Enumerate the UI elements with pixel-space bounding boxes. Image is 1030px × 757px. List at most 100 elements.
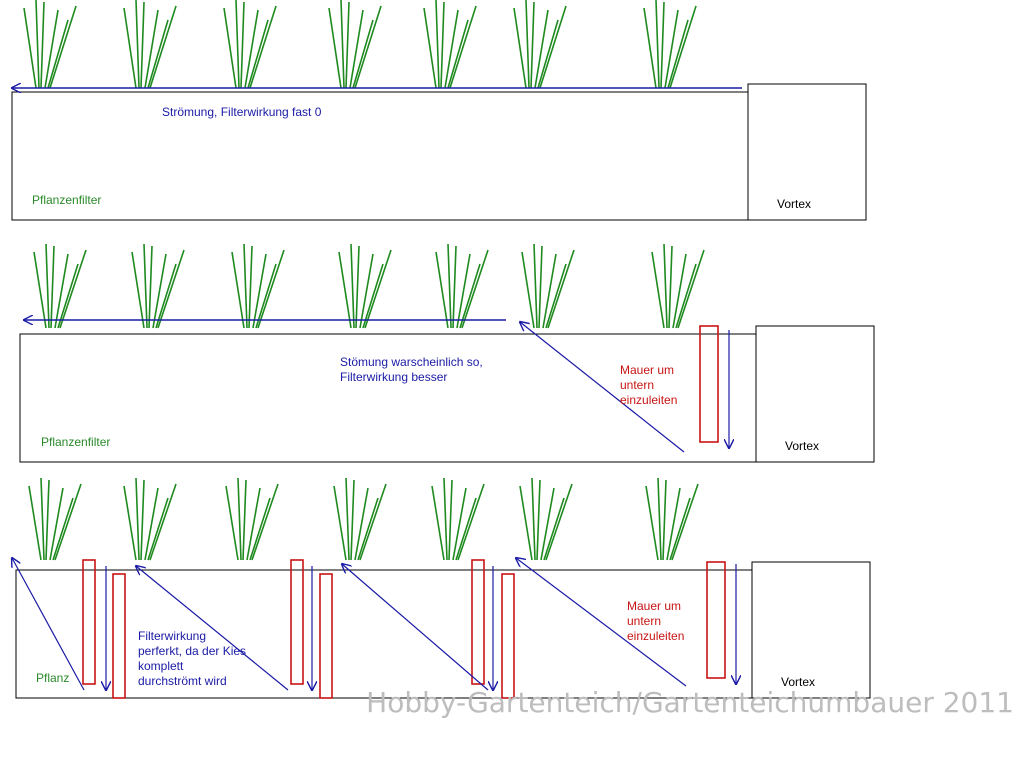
plant-blade bbox=[148, 245, 153, 329]
plant-blade bbox=[35, 0, 40, 89]
plant-blade bbox=[40, 1, 45, 89]
vortex-box-2 bbox=[755, 325, 875, 463]
plant-blade bbox=[242, 479, 247, 561]
plant-blade bbox=[131, 251, 145, 329]
plant-filter-label-3: Pflanz bbox=[36, 671, 69, 685]
plant-blade bbox=[350, 243, 355, 329]
plant-blade bbox=[123, 7, 137, 89]
plant-blade bbox=[157, 249, 185, 329]
plant-blade bbox=[668, 245, 673, 329]
plant-blade bbox=[50, 245, 55, 329]
plant-blade bbox=[352, 19, 374, 89]
plant-blade bbox=[231, 251, 245, 329]
plant-blade bbox=[645, 485, 659, 561]
plant-blade bbox=[663, 243, 668, 329]
plant-blade bbox=[255, 263, 277, 329]
plant-blade bbox=[257, 249, 285, 329]
plant-blade bbox=[328, 7, 342, 89]
plant-blade bbox=[144, 9, 159, 89]
wall-label-2b: untern bbox=[620, 378, 654, 392]
plant-blade bbox=[531, 477, 536, 561]
plant-blade bbox=[677, 249, 705, 329]
plant-icon bbox=[338, 243, 392, 329]
plant-blade bbox=[249, 5, 277, 89]
panel-2: Stömung warscheinlich so, Filterwirkung … bbox=[19, 243, 875, 463]
plant-blade bbox=[45, 243, 50, 329]
plant-blade bbox=[244, 9, 259, 89]
plant-blade bbox=[354, 5, 382, 89]
plant-blade bbox=[538, 245, 543, 329]
plant-blade bbox=[519, 485, 533, 561]
diagonal-flow-arrow-3b bbox=[136, 566, 289, 691]
flow-label-3d: durchströmt wird bbox=[138, 674, 227, 688]
plant-icon bbox=[123, 477, 177, 561]
plant-blade bbox=[666, 487, 681, 561]
plant-blade bbox=[440, 1, 445, 89]
plant-icon bbox=[521, 243, 575, 329]
plant-blade bbox=[28, 485, 42, 561]
plant-filter-label-1: Pflanzenfilter bbox=[32, 193, 101, 207]
diagonal-flow-arrow-3c bbox=[342, 564, 489, 691]
plant-blade bbox=[143, 243, 148, 329]
plant-blade bbox=[664, 9, 679, 89]
plant-blade bbox=[225, 485, 239, 561]
wall-label-3c: einzuleiten bbox=[627, 629, 684, 643]
plant-blade bbox=[534, 9, 549, 89]
plant-row-3 bbox=[28, 477, 699, 561]
plant-blade bbox=[362, 263, 384, 329]
plant-blade bbox=[57, 263, 79, 329]
plant-blade bbox=[59, 249, 87, 329]
plant-blade bbox=[340, 0, 345, 89]
flow-label-2b: Filterwirkung besser bbox=[340, 370, 447, 384]
plant-blade bbox=[247, 19, 269, 89]
plant-row-2 bbox=[33, 243, 705, 329]
wall-label-3a: Mauer um bbox=[627, 599, 681, 613]
plant-blade bbox=[662, 479, 667, 561]
plant-blade bbox=[542, 253, 557, 329]
plant-blade bbox=[140, 479, 145, 561]
plant-blade bbox=[252, 253, 267, 329]
plant-blade bbox=[135, 0, 140, 89]
plant-blade bbox=[333, 485, 347, 561]
plant-blade bbox=[147, 497, 169, 561]
plant-blade bbox=[545, 483, 573, 561]
watermark: Hobby-Gartenteich/Gartenteichumbauer 201… bbox=[366, 686, 1014, 719]
plant-blade bbox=[435, 0, 440, 89]
plant-filter-label-2: Pflanzenfilter bbox=[41, 435, 110, 449]
plant-blade bbox=[149, 483, 177, 561]
plant-blade bbox=[249, 497, 271, 561]
plant-blade bbox=[530, 1, 535, 89]
plant-blade bbox=[44, 9, 59, 89]
plant-blade bbox=[251, 483, 279, 561]
plant-blade bbox=[655, 0, 660, 89]
plant-blade bbox=[152, 253, 167, 329]
plant-row-1 bbox=[23, 0, 697, 89]
plant-blade bbox=[452, 487, 467, 561]
plant-blade bbox=[456, 253, 471, 329]
wall-3c bbox=[290, 559, 304, 685]
plant-blade bbox=[431, 485, 445, 561]
plant-blade bbox=[243, 243, 248, 329]
plant-blade bbox=[671, 483, 699, 561]
plant-icon bbox=[225, 477, 279, 561]
plant-blade bbox=[49, 5, 77, 89]
plant-blade bbox=[461, 249, 489, 329]
panel-1: Strömung, Filterwirkung fast 0 Pflanzenf… bbox=[12, 0, 867, 221]
diagonal-flow-arrow-3a bbox=[12, 558, 85, 691]
plant-blade bbox=[147, 19, 169, 89]
plant-blade bbox=[513, 7, 527, 89]
plant-blade bbox=[675, 263, 697, 329]
plant-icon bbox=[23, 0, 77, 89]
plant-blade bbox=[359, 483, 387, 561]
wall-3b bbox=[112, 573, 126, 699]
panel-3: Filterwirkung perferkt, da der Kies komp… bbox=[12, 477, 871, 699]
plant-blade bbox=[349, 9, 364, 89]
plant-blade bbox=[660, 1, 665, 89]
plant-icon bbox=[435, 243, 489, 329]
plant-icon bbox=[423, 0, 477, 89]
plant-blade bbox=[248, 245, 253, 329]
plant-blade bbox=[338, 251, 352, 329]
plant-blade bbox=[536, 479, 541, 561]
plant-blade bbox=[447, 243, 452, 329]
plant-icon bbox=[328, 0, 382, 89]
